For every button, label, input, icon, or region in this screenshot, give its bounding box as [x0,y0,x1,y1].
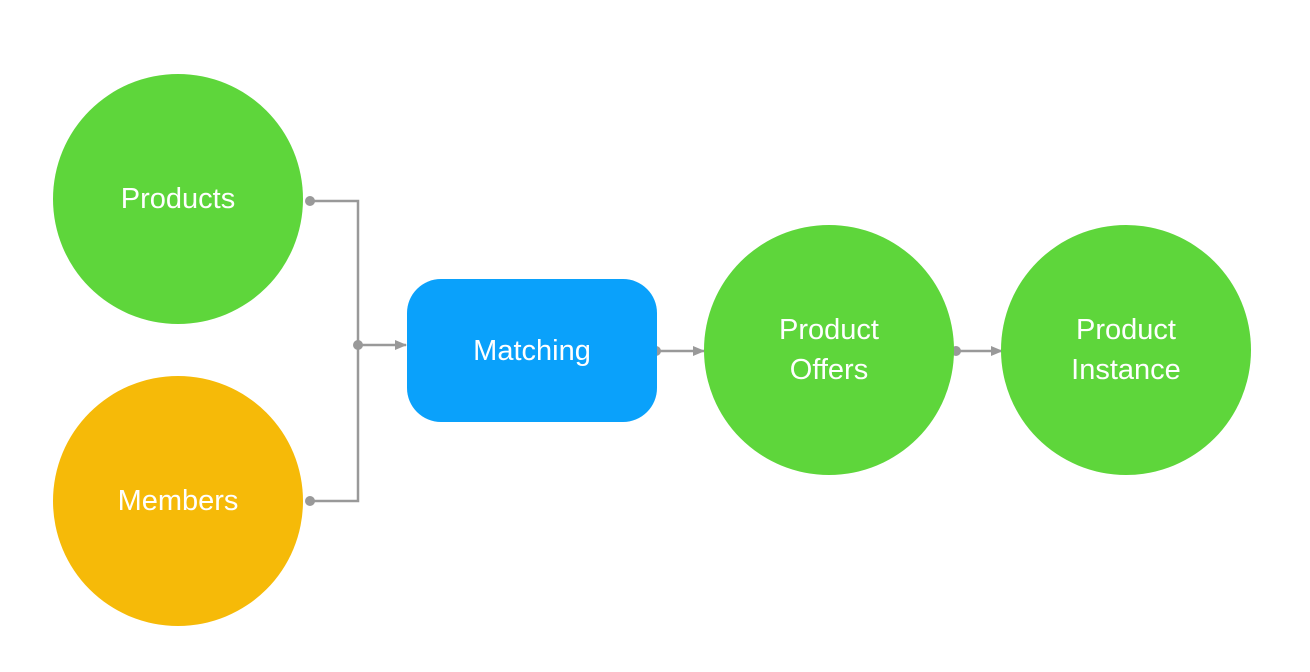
node-label-line: Products [120,183,236,215]
node-label-line: Product [1076,314,1176,346]
node-label-line: Members [117,485,239,517]
connector-line [310,199,360,345]
edge-members-to-matching [305,345,360,506]
node-label-line: Product [779,314,879,346]
product-offers-node: Product Offers [704,225,954,475]
product-instance-node: Product Instance [1001,225,1251,475]
node-label-line: Matching [473,334,591,367]
node-label-line: Instance [1071,354,1181,386]
node-label-line: Offers [789,354,869,386]
edge-products-to-matching [305,196,360,345]
edge-merge-to-matching [353,340,407,350]
edge-matching-to-offers [651,346,705,356]
connector-line [310,345,360,503]
edge-offers-to-instance [951,346,1003,356]
members-node: Members [53,376,303,626]
products-node: Products [53,74,303,324]
matching-node: Matching [407,279,657,422]
